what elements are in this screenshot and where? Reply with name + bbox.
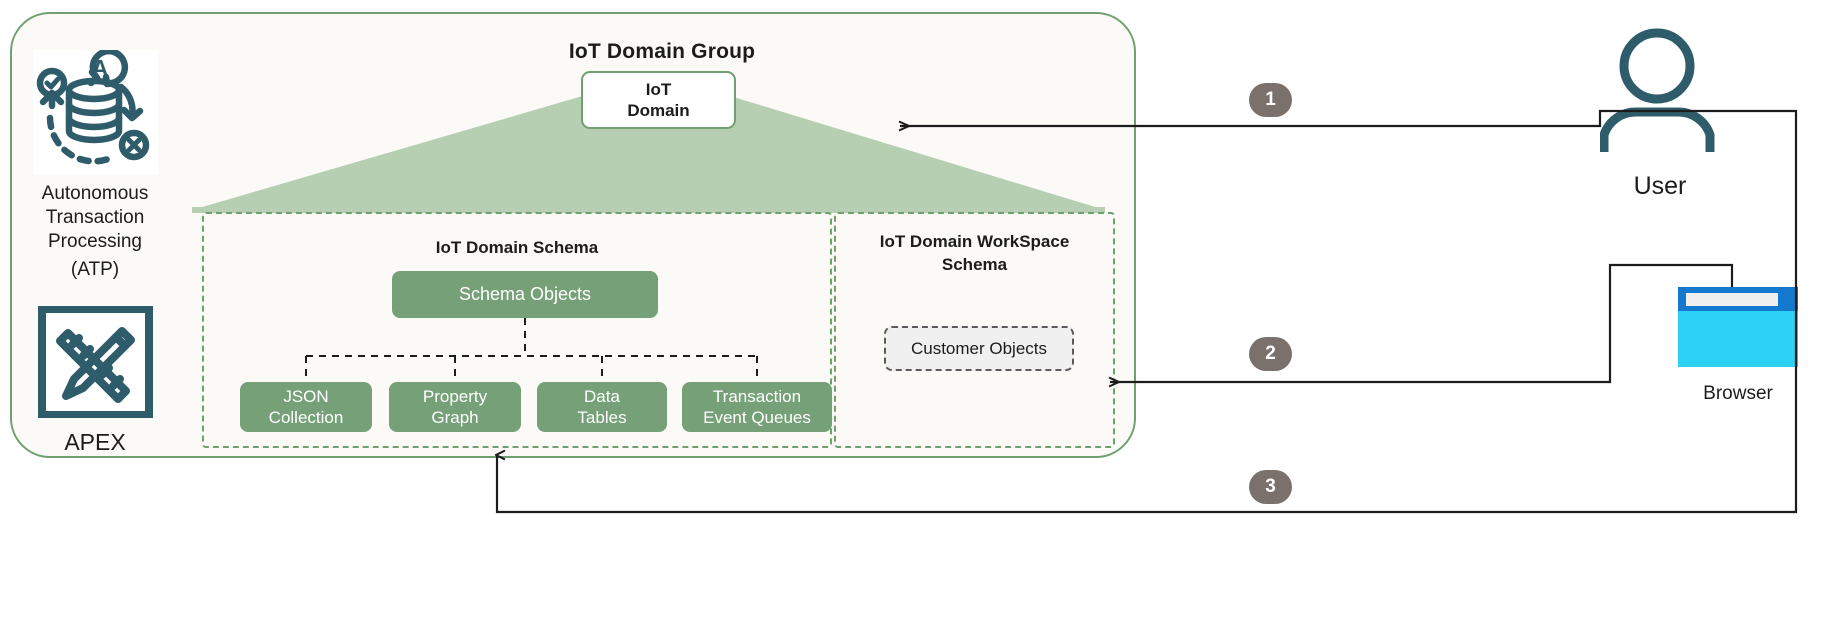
property-graph-line2: Graph	[431, 408, 479, 427]
user-icon	[1599, 27, 1720, 157]
workspace-title-line2: Schema	[941, 255, 1008, 274]
atp-label-line2: Transaction	[45, 207, 145, 228]
iot-domain-node[interactable]: IoT Domain	[581, 71, 736, 129]
pencil-ruler-icon	[38, 305, 153, 419]
json-collection-line2: Collection	[268, 408, 344, 427]
atp-label-line3: Processing	[48, 231, 142, 252]
user-label: User	[1633, 172, 1687, 200]
autonomous-database-icon: A	[33, 48, 158, 175]
data-tables-node[interactable]: Data Tables	[537, 382, 667, 432]
json-collection-line1: JSON	[283, 387, 329, 406]
workspace-title-line1: IoT Domain WorkSpace	[879, 232, 1070, 251]
iot-domain-schema-title: IoT Domain Schema	[435, 238, 599, 257]
transaction-event-queues-node[interactable]: Transaction Event Queues	[682, 382, 832, 432]
json-collection-node[interactable]: JSON Collection	[240, 382, 372, 432]
flow-badge-3: 3	[1249, 470, 1292, 504]
browser-icon	[1678, 287, 1798, 367]
data-tables-line2: Tables	[577, 408, 627, 427]
transaction-event-queues-line2: Event Queues	[703, 408, 811, 427]
flow-badge-2: 2	[1249, 337, 1292, 371]
atp-label-line4: (ATP)	[70, 259, 120, 280]
customer-objects-node[interactable]: Customer Objects	[884, 326, 1074, 371]
transaction-event-queues-line1: Transaction	[712, 387, 802, 406]
iot-domain-workspace-schema-title: IoT Domain WorkSpace Schema	[836, 230, 1113, 276]
property-graph-line1: Property	[422, 387, 488, 406]
svg-text:A: A	[92, 55, 109, 81]
page-title: IoT Domain Group	[568, 40, 756, 63]
flow-badge-1: 1	[1249, 83, 1292, 117]
property-graph-node[interactable]: Property Graph	[389, 382, 521, 432]
iot-domain-group-container: IoT Domain Group	[10, 12, 1136, 458]
browser-label: Browser	[1703, 383, 1773, 404]
iot-domain-label-line2: Domain	[627, 101, 690, 120]
apex-label: APEX	[64, 429, 126, 455]
atp-label-line1: Autonomous	[41, 183, 149, 204]
atp-label: Autonomous Transaction Processing (ATP)	[20, 182, 170, 282]
data-tables-line1: Data	[584, 387, 620, 406]
schema-objects-node[interactable]: Schema Objects	[392, 271, 658, 318]
iot-domain-label-line1: IoT	[645, 80, 672, 99]
